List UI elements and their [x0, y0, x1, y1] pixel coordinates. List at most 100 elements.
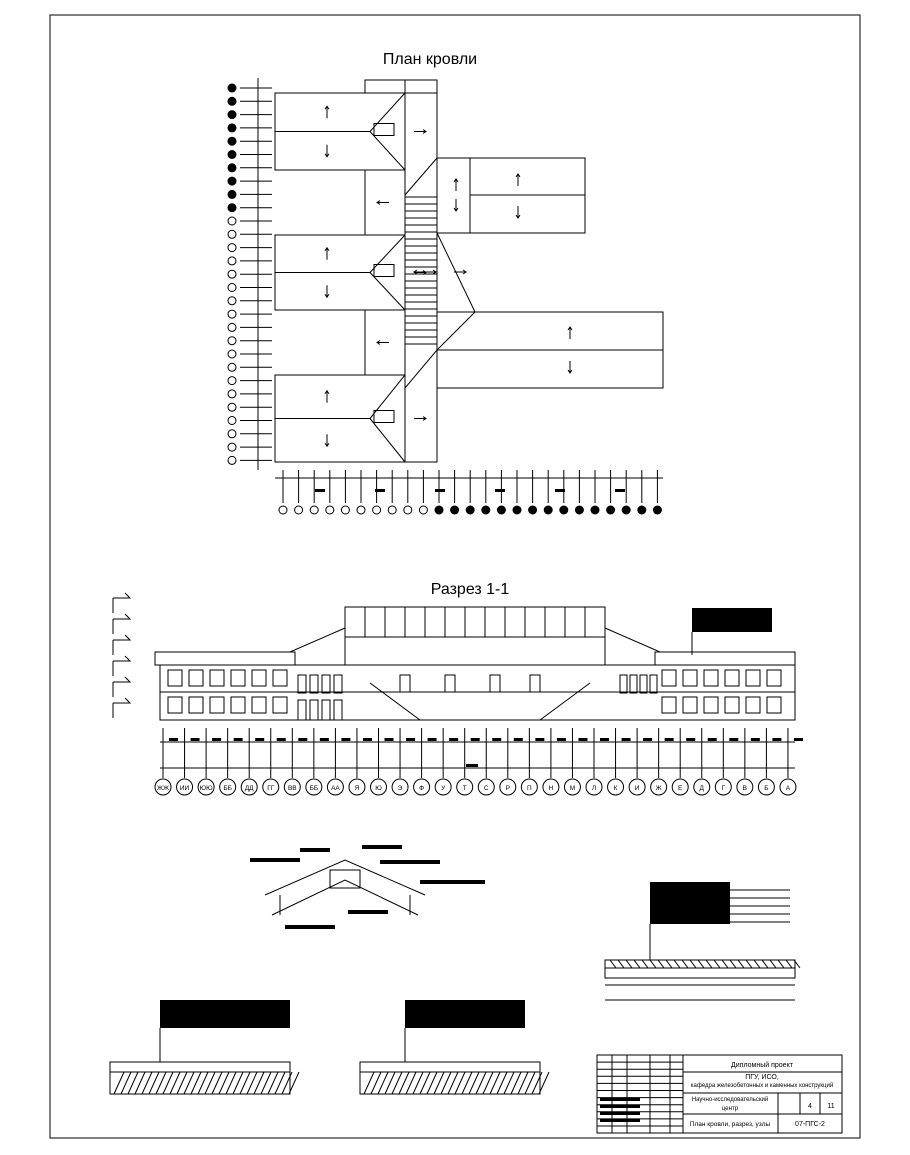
- object-label-2: центр: [722, 1106, 739, 1112]
- slope-arrow-icon: [432, 269, 437, 275]
- axis-bubble: [542, 778, 560, 796]
- callout-text: [650, 882, 730, 924]
- hatch: [267, 1071, 279, 1095]
- hatch: [793, 959, 801, 969]
- callout-text: [285, 925, 335, 929]
- signature: [600, 1119, 640, 1122]
- hatch: [370, 1071, 382, 1095]
- window: [724, 696, 740, 714]
- hatch: [405, 1071, 417, 1095]
- axis-label: ББ: [223, 785, 232, 792]
- axis-label: ББ: [310, 785, 319, 792]
- axis-label: Н: [549, 785, 554, 792]
- hip-line: [436, 232, 476, 351]
- axis-label: К: [614, 785, 618, 792]
- axis-bubble: [450, 505, 460, 515]
- axis-label: Д: [700, 785, 705, 792]
- door: [333, 699, 343, 721]
- axis-bubble: [227, 216, 237, 226]
- dimension-label: [643, 738, 653, 741]
- hatch: [148, 1071, 160, 1095]
- hatch: [753, 959, 761, 969]
- hatch: [510, 1071, 522, 1095]
- hatch: [777, 959, 785, 969]
- hatch: [253, 1071, 265, 1095]
- window: [167, 669, 183, 687]
- axis-bubble: [650, 778, 668, 796]
- hatch: [665, 959, 673, 969]
- slope-arrow-icon: [324, 293, 330, 299]
- hatch: [183, 1071, 195, 1095]
- axis-bubble: [370, 778, 387, 796]
- door: [321, 699, 331, 721]
- hatch: [113, 1071, 125, 1095]
- dimension-label: [492, 738, 502, 741]
- axis-bubble: [607, 778, 625, 796]
- callout-text: [380, 860, 440, 864]
- hatch: [454, 1071, 466, 1095]
- window: [766, 696, 782, 714]
- slope-arrow-icon: [515, 214, 521, 219]
- hip-line: [369, 234, 406, 273]
- door: [333, 674, 343, 694]
- window: [230, 696, 246, 714]
- window: [209, 669, 225, 687]
- valley: [275, 309, 366, 376]
- axis-label: Р: [506, 785, 510, 792]
- axis-bubble: [278, 505, 288, 515]
- axis-bubble: [227, 229, 237, 239]
- axis-bubble: [227, 176, 237, 186]
- axis-bubble: [227, 189, 237, 199]
- roof-edge: [364, 79, 438, 94]
- hatch: [239, 1071, 251, 1095]
- hatch: [609, 959, 617, 969]
- callout-text: [250, 858, 300, 862]
- dimension-label: [513, 738, 523, 741]
- axis-bubble: [387, 505, 397, 515]
- axis-bubble: [227, 243, 237, 253]
- hip-line: [369, 131, 406, 171]
- valley: [275, 169, 366, 236]
- dimension-label: [615, 489, 625, 492]
- sheet-count: 11: [827, 1103, 834, 1110]
- level-mark: [112, 634, 132, 655]
- door: [619, 674, 628, 694]
- dimension-label: [406, 738, 416, 741]
- annotation-block: [692, 608, 772, 632]
- hip-line: [369, 418, 406, 463]
- axis-label: М: [570, 785, 575, 792]
- axis-bubble: [227, 150, 237, 159]
- dimension-label: [729, 738, 739, 741]
- hatch: [398, 1071, 410, 1095]
- hatch: [384, 1071, 396, 1095]
- dimension-label: [556, 738, 566, 741]
- axis-label: Б: [764, 785, 768, 792]
- callout-text: [348, 910, 388, 914]
- hatch: [531, 1071, 543, 1095]
- axis-bubble: [227, 163, 237, 173]
- signature: [600, 1098, 640, 1101]
- axis-bubble: [227, 322, 237, 332]
- axis-bubble: [496, 505, 506, 515]
- hatch: [141, 1071, 153, 1095]
- hatch: [127, 1071, 139, 1095]
- axis-label: ЮЮ: [200, 785, 214, 792]
- slab: [359, 1071, 541, 1095]
- axis-label: С: [484, 785, 489, 792]
- slope-arrow-icon: [567, 369, 573, 374]
- dimension-label: [555, 489, 565, 492]
- dimension-label: [535, 738, 545, 741]
- window: [230, 669, 246, 687]
- window: [251, 669, 267, 687]
- axis-label: Я: [355, 785, 360, 792]
- axis-bubble: [283, 778, 301, 796]
- hatch: [673, 959, 681, 969]
- axis-bubble: [154, 778, 172, 796]
- axis-bubble: [227, 83, 237, 93]
- axis-bubble: [227, 283, 237, 292]
- slope-arrow-icon: [376, 340, 381, 345]
- slope-arrow-icon: [413, 269, 418, 275]
- sheet-frame: [49, 14, 861, 1139]
- door: [399, 674, 411, 693]
